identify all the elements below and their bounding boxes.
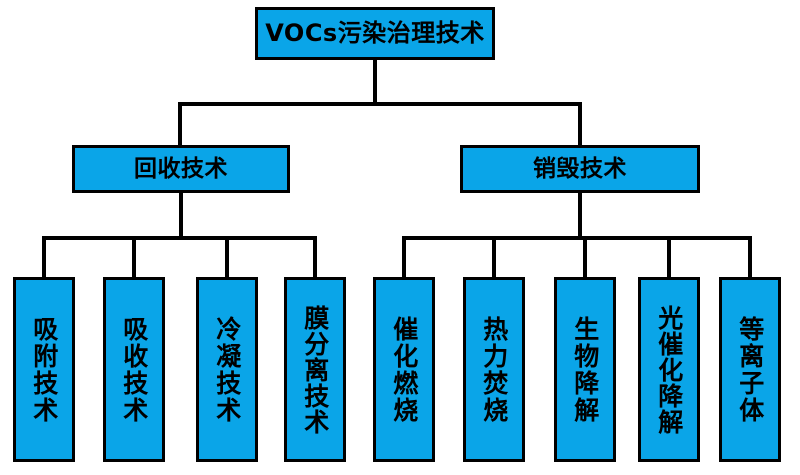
connector-to-leaf-photocatalytic <box>667 236 671 278</box>
connector-branch-right-trunk <box>578 192 582 240</box>
node-branch-recovery-label: 回收技术 <box>134 155 228 182</box>
connector-level2-bus <box>178 102 582 106</box>
node-leaf-condensation[interactable]: 冷凝技术 <box>196 277 258 462</box>
node-root-label: VOCs污染治理技术 <box>265 18 485 47</box>
node-leaf-membrane-separation-label: 膜分离技术 <box>300 304 330 435</box>
connector-branch-left-trunk <box>179 192 183 240</box>
node-leaf-adsorption[interactable]: 吸附技术 <box>13 277 75 462</box>
node-leaf-thermal-incineration-label: 热力焚烧 <box>479 315 509 424</box>
node-leaf-membrane-separation[interactable]: 膜分离技术 <box>284 277 346 462</box>
node-leaf-photocatalytic-degradation-label: 光催化降解 <box>654 304 684 435</box>
connector-leaf-bus-right <box>402 236 752 240</box>
node-leaf-absorption[interactable]: 吸收技术 <box>103 277 165 462</box>
node-leaf-absorption-label: 吸收技术 <box>119 315 149 424</box>
connector-to-leaf-condensation <box>225 236 229 278</box>
node-branch-destruction-label: 销毁技术 <box>533 155 627 182</box>
node-root[interactable]: VOCs污染治理技术 <box>255 7 495 60</box>
connector-to-leaf-plasma <box>748 236 752 278</box>
connector-to-leaf-adsorption <box>42 236 46 278</box>
connector-to-leaf-thermal <box>492 236 496 278</box>
connector-to-leaf-catalytic <box>402 236 406 278</box>
node-leaf-biodegradation[interactable]: 生物降解 <box>554 277 616 462</box>
connector-to-leaf-membrane <box>313 236 317 278</box>
connector-to-branch-right <box>578 102 582 147</box>
node-leaf-photocatalytic-degradation[interactable]: 光催化降解 <box>638 277 700 462</box>
node-leaf-catalytic-combustion[interactable]: 催化燃烧 <box>373 277 435 462</box>
connector-root-trunk <box>373 60 377 106</box>
node-leaf-condensation-label: 冷凝技术 <box>212 315 242 424</box>
node-leaf-plasma-label: 等离子体 <box>735 315 765 424</box>
node-leaf-thermal-incineration[interactable]: 热力焚烧 <box>463 277 525 462</box>
connector-to-branch-left <box>178 102 182 147</box>
node-leaf-catalytic-combustion-label: 催化燃烧 <box>389 315 419 424</box>
connector-to-leaf-absorption <box>132 236 136 278</box>
node-leaf-adsorption-label: 吸附技术 <box>29 315 59 424</box>
node-branch-recovery[interactable]: 回收技术 <box>72 145 290 193</box>
connector-leaf-bus-left <box>42 236 317 240</box>
node-leaf-biodegradation-label: 生物降解 <box>570 315 600 424</box>
node-branch-destruction[interactable]: 销毁技术 <box>460 145 700 193</box>
connector-to-leaf-biodegradation <box>583 236 587 278</box>
node-leaf-plasma[interactable]: 等离子体 <box>719 277 781 462</box>
